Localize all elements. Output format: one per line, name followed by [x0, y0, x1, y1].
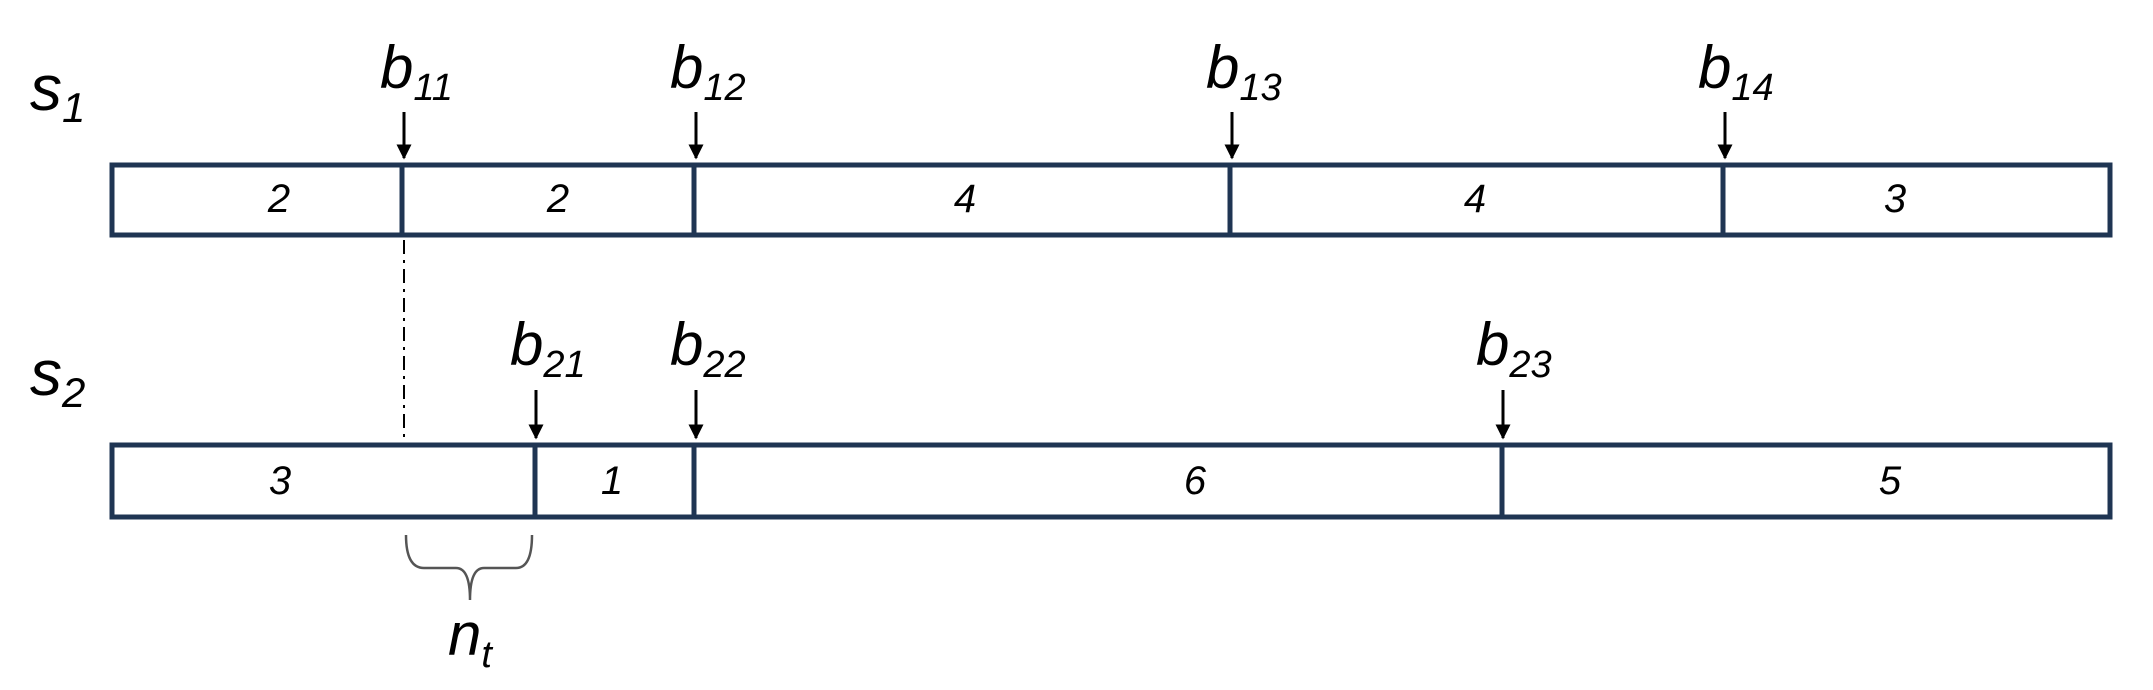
- s2-segment-length: 3: [269, 459, 291, 503]
- s1-bar: [109, 162, 2113, 238]
- b13-label: b13: [1206, 34, 1282, 109]
- b11-label: b11: [380, 34, 453, 109]
- nt-label: nt: [448, 601, 493, 676]
- s2-segment-length: 6: [1184, 459, 1207, 503]
- s2-segment-length: 5: [1879, 459, 1902, 503]
- b12-label: b12: [670, 34, 746, 109]
- s2-bar: [109, 442, 2113, 520]
- s2-segment-length: 1: [601, 459, 623, 503]
- b22-label: b22: [670, 311, 746, 386]
- s1-segment-length: 2: [546, 177, 569, 221]
- s1-segment-length: 4: [954, 177, 976, 221]
- s2-label: s2: [30, 337, 85, 416]
- s1-segment-length: 3: [1884, 177, 1906, 221]
- b21-label: b21: [510, 311, 586, 386]
- s1-segment-length: 4: [1464, 177, 1486, 221]
- nt-brace: [404, 534, 534, 601]
- s1-segment-length: 2: [267, 177, 290, 221]
- b14-label: b14: [1698, 34, 1774, 109]
- b23-label: b23: [1476, 311, 1552, 386]
- s1-label: s1: [30, 52, 85, 131]
